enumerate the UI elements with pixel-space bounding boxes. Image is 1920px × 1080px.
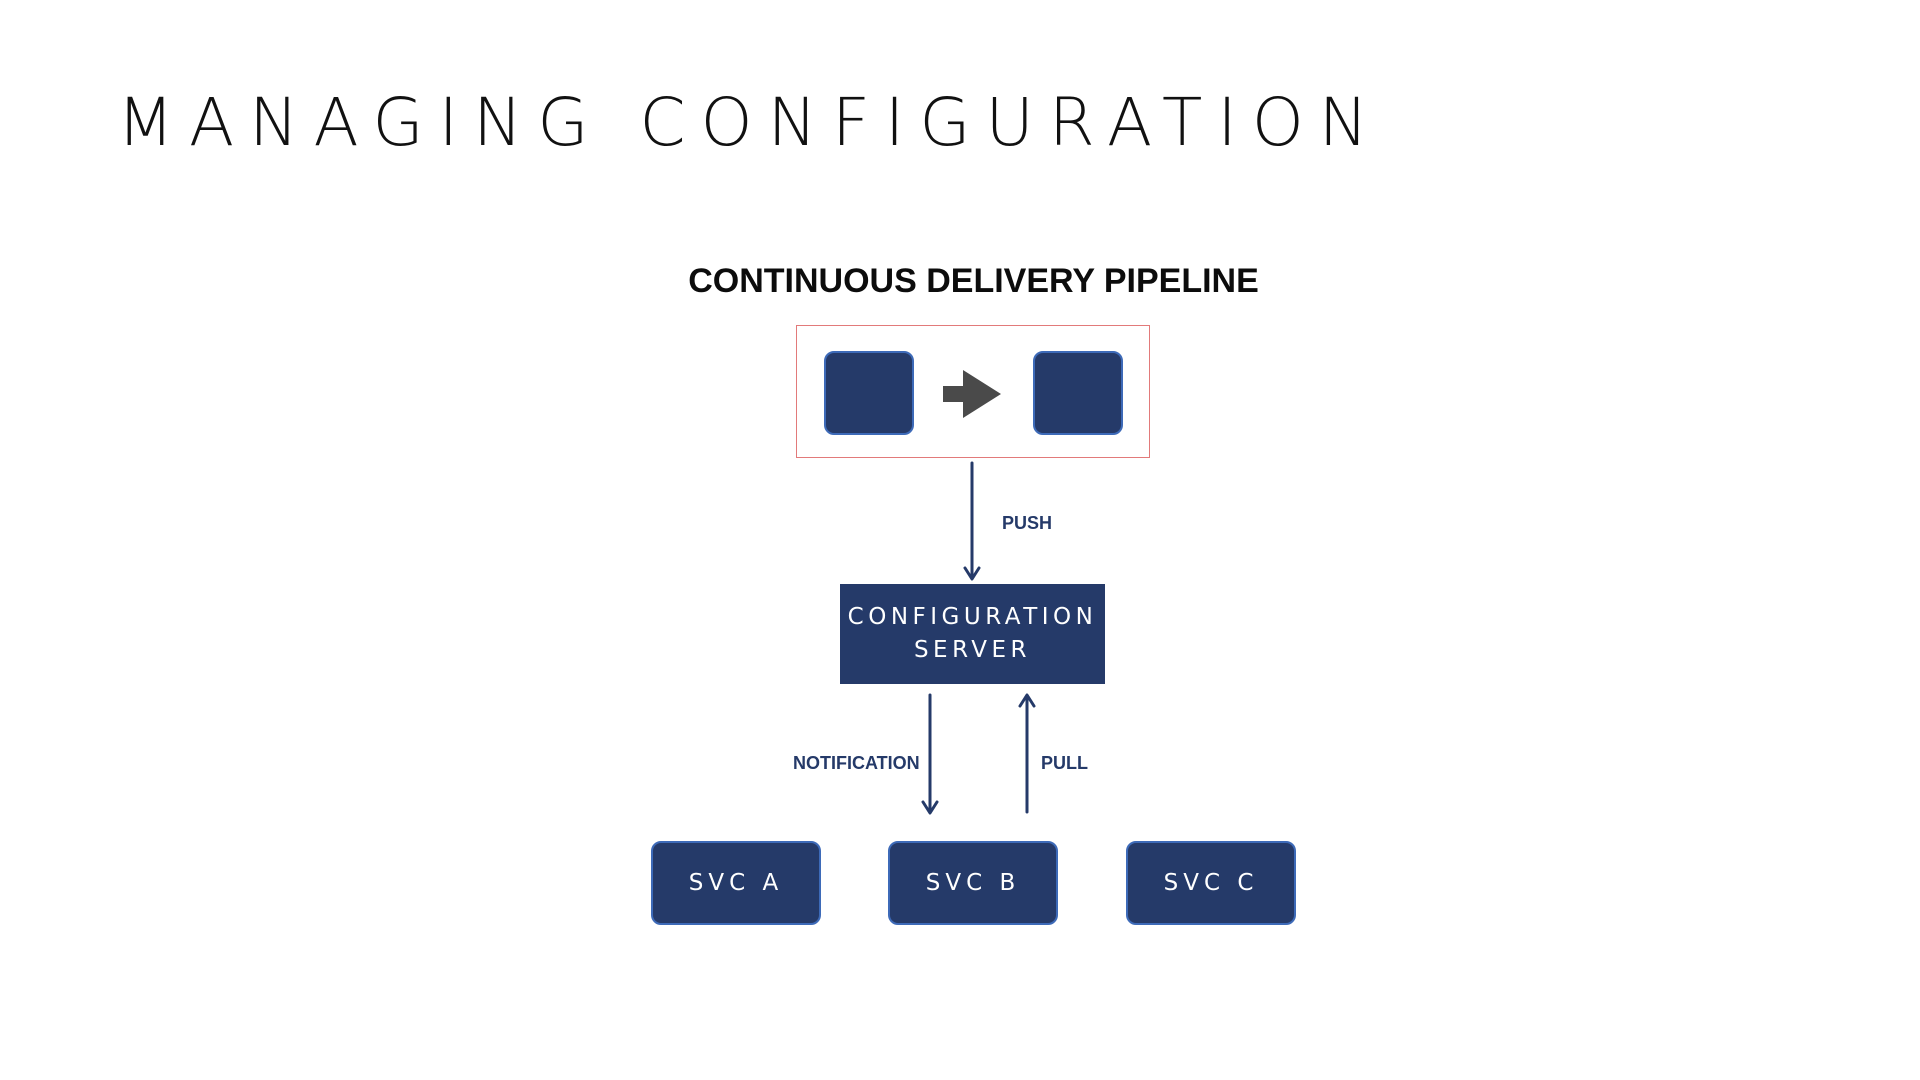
pipeline-stage-box-left <box>824 351 914 435</box>
service-box-a: SVC A <box>651 841 821 925</box>
pull-label: PULL <box>1041 753 1088 773</box>
pipeline-stage-box-right <box>1033 351 1123 435</box>
pipeline-heading: CONTINUOUS DELIVERY PIPELINE <box>688 262 1259 300</box>
notification-label: NOTIFICATION <box>793 753 920 773</box>
configuration-server-label-line1: CONFIGURATION <box>847 604 1098 630</box>
push-label: PUSH <box>1002 513 1053 533</box>
configuration-server-box: CONFIGURATION SERVER <box>840 584 1105 684</box>
service-box-b: SVC B <box>888 841 1058 925</box>
pull-arrow <box>1018 693 1036 814</box>
service-box-c: SVC C <box>1126 841 1296 925</box>
pipeline-frame <box>796 325 1150 458</box>
push-arrow <box>963 461 981 581</box>
configuration-server-label-line2: SERVER <box>913 637 1032 663</box>
slide-title: MANAGING CONFIGURATION <box>117 84 1384 161</box>
notification-arrow <box>921 693 939 815</box>
right-arrow-icon <box>943 370 1001 418</box>
